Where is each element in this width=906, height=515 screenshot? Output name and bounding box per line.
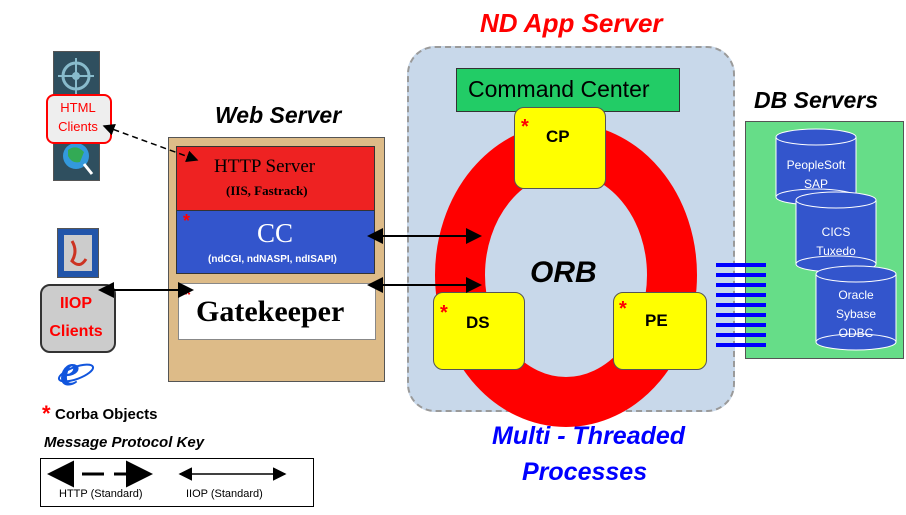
pe-star: * (619, 298, 627, 320)
cp-label: CP (546, 127, 570, 146)
db-servers-title: DB Servers (754, 87, 879, 113)
ds-box (433, 292, 525, 370)
cp-star: * (521, 116, 529, 138)
db2-line1: CICS (821, 225, 851, 239)
db3-line3: ODBC (838, 326, 874, 340)
db-cylinder-3 (815, 265, 897, 351)
pe-box (613, 292, 707, 370)
app-server-title: ND App Server (480, 8, 663, 38)
http-server-sub: (IIS, Fastrack) (226, 183, 308, 198)
ds-star: * (440, 302, 448, 324)
ie-browser-icon: e (56, 346, 96, 395)
db2-text: CICS Tuxedo (796, 223, 876, 261)
gatekeeper-box (178, 283, 376, 340)
web-server-title: Web Server (215, 102, 342, 128)
processes-line2: Processes (522, 458, 648, 486)
http-server-label: HTTP Server (214, 156, 316, 177)
db1-line2: SAP (803, 177, 828, 191)
db2-line2: Tuxedo (816, 244, 856, 258)
ds-label: DS (466, 313, 490, 332)
cc-sub: (ndCGI, ndNASPI, ndISAPI) (208, 254, 337, 265)
legend-key-title: Message Protocol Key (44, 434, 205, 451)
db3-line2: Sybase (835, 307, 877, 321)
cc-box (176, 210, 375, 274)
http-server-box (176, 146, 375, 212)
processes-line1: Multi - Threaded (492, 422, 686, 450)
legend-http-label: HTTP (Standard) (59, 488, 143, 500)
iiop-clients-label: IIOP Clients (49, 295, 103, 340)
legend-star: * (42, 401, 51, 426)
html-clients-label: HTML Clients (58, 100, 98, 134)
db3-line1: Oracle (838, 288, 874, 302)
html-clients-box (46, 94, 112, 144)
cc-star: * (183, 211, 191, 231)
db-connector-lines (716, 263, 766, 347)
legend-iiop-label: IIOP (Standard) (186, 488, 263, 500)
http-dashed-arrow (102, 123, 199, 163)
legend-corba: Corba Objects (55, 406, 158, 423)
cp-box (514, 107, 606, 189)
db1-line1: PeopleSoft (786, 158, 846, 172)
pe-label: PE (645, 311, 668, 330)
orb-label: ORB (530, 256, 597, 289)
svg-text:e: e (60, 347, 80, 392)
java-client-icon (57, 228, 99, 278)
cc-label: CC (257, 218, 294, 248)
gatekeeper-label: Gatekeeper (196, 295, 345, 328)
db1-text: PeopleSoft SAP (776, 156, 856, 194)
command-center-label: Command Center (468, 76, 650, 102)
db3-text: Oracle Sybase ODBC (816, 286, 896, 343)
